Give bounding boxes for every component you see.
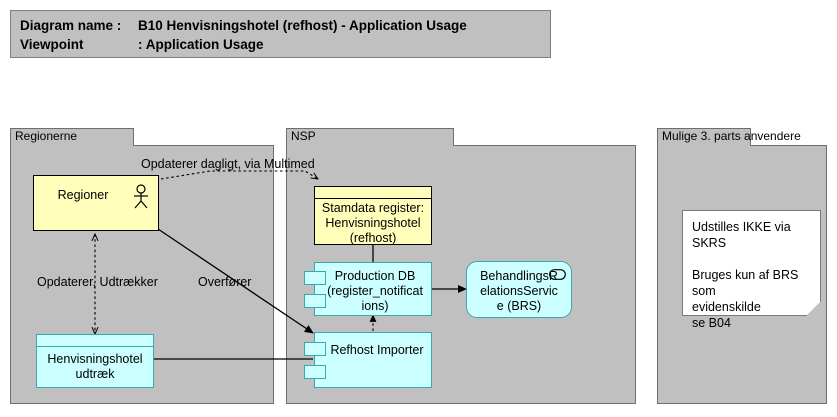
group-regionerne-tab bbox=[10, 128, 134, 146]
node-regioner[interactable]: Regioner bbox=[33, 175, 159, 231]
node-production-db-port-top[interactable] bbox=[304, 271, 326, 285]
group-nsp-label: NSP bbox=[291, 129, 316, 143]
node-stamdata-register[interactable]: Stamdata register: Henvisningshotel (ref… bbox=[314, 186, 432, 245]
note-udstilles-ikke-via-skrs[interactable]: Udstilles IKKE via SKRS Bruges kun af BR… bbox=[682, 210, 821, 330]
node-brs-label: BehandlingsR elationsServic e (BRS) bbox=[480, 269, 558, 313]
node-refhost-importer-port-bottom[interactable] bbox=[304, 365, 326, 379]
diagram-title-bar: Diagram name : B10 Henvisningshotel (ref… bbox=[10, 10, 551, 58]
edge-label-overfoerer: Overfører bbox=[198, 275, 252, 289]
node-henvisningshotel-udtraek[interactable]: Henvisningshotel udtræk bbox=[36, 334, 154, 388]
node-production-db-port-bottom[interactable] bbox=[304, 294, 326, 308]
group-tredjeparts-label: Mulige 3. parts anvendere bbox=[662, 129, 801, 143]
node-henvisningshotel-udtraek-band bbox=[37, 335, 153, 347]
viewpoint-label: Viewpoint bbox=[20, 37, 84, 52]
viewpoint-value: : Application Usage bbox=[138, 37, 264, 52]
node-brs[interactable]: BehandlingsR elationsServic e (BRS) bbox=[466, 261, 572, 318]
node-refhost-importer-label: Refhost Importer bbox=[330, 343, 424, 357]
group-tredjeparts-tab bbox=[657, 128, 751, 146]
node-stamdata-register-label: Stamdata register: Henvisningshotel (ref… bbox=[321, 201, 425, 245]
diagram-name-value: B10 Henvisningshotel (refhost) - Applica… bbox=[138, 18, 467, 33]
node-stamdata-register-band bbox=[315, 187, 431, 199]
diagram-name-row: Diagram name : B10 Henvisningshotel (ref… bbox=[20, 16, 550, 35]
service-oval-icon bbox=[549, 269, 566, 280]
node-refhost-importer-port-top[interactable] bbox=[304, 342, 326, 356]
group-nsp-tab bbox=[286, 128, 454, 146]
node-regioner-label: Regioner bbox=[57, 188, 109, 202]
diagram-name-label: Diagram name : bbox=[20, 18, 122, 33]
node-production-db[interactable]: Production DB (register_notificat ions) bbox=[304, 262, 432, 316]
actor-icon bbox=[134, 184, 148, 209]
edge-label-opdaterer-dagligt: Opdaterer dagligt, via Multimed bbox=[141, 157, 315, 171]
viewpoint-row: Viewpoint : Application Usage bbox=[20, 35, 550, 54]
node-henvisningshotel-udtraek-label: Henvisningshotel udtræk bbox=[47, 352, 143, 381]
group-regionerne-label: Regionerne bbox=[15, 129, 78, 143]
note-text: Udstilles IKKE via SKRS Bruges kun af BR… bbox=[692, 220, 799, 330]
edge-label-opdaterer-udtraekker: Opdaterer, Udtrækker bbox=[37, 275, 158, 289]
node-production-db-label: Production DB (register_notificat ions) bbox=[327, 269, 423, 313]
node-refhost-importer[interactable]: Refhost Importer bbox=[304, 332, 432, 388]
